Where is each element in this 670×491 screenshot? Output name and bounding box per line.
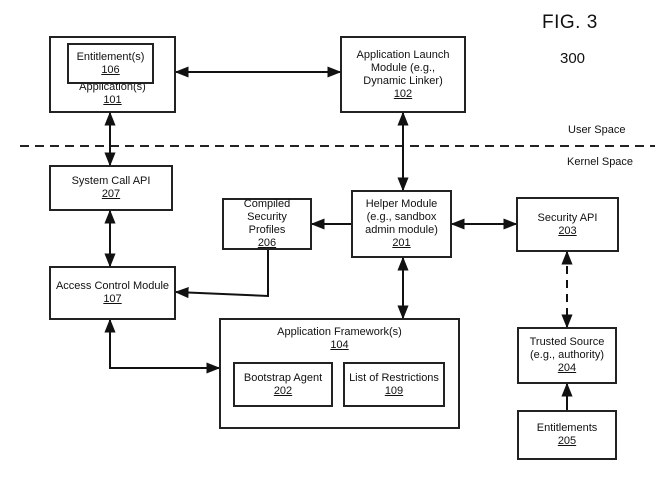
user-space-label: User Space bbox=[568, 124, 626, 136]
syscall-api-label: System Call API bbox=[71, 175, 151, 187]
framework-label: Application Framework(s) bbox=[277, 326, 402, 338]
access-control-box: Access Control Module 107 bbox=[49, 266, 176, 320]
helper-module-ref: 201 bbox=[392, 237, 411, 249]
figure-number: 300 bbox=[560, 50, 586, 67]
launch-module-ref: 102 bbox=[393, 87, 413, 100]
launch-module-box: Application Launch Module (e.g., Dynamic… bbox=[340, 36, 466, 113]
application-label: Application(s) bbox=[79, 81, 146, 93]
entitlements-ref: 205 bbox=[557, 435, 577, 447]
access-control-label: Access Control Module bbox=[55, 280, 170, 292]
restrictions-box: List of Restrictions 109 bbox=[343, 362, 445, 407]
restrictions-label: List of Restrictions bbox=[349, 371, 439, 384]
entitlement-inner-label: Entitlement(s) bbox=[76, 50, 145, 63]
security-profiles-ref: 206 bbox=[257, 237, 277, 249]
security-profiles-box: Compiled Security Profiles 206 bbox=[222, 198, 312, 250]
trusted-source-ref: 204 bbox=[557, 362, 577, 374]
arrow-profiles-access bbox=[174, 250, 269, 299]
access-control-ref: 107 bbox=[103, 293, 122, 305]
bootstrap-agent-box: Bootstrap Agent 202 bbox=[233, 362, 333, 407]
bootstrap-agent-label: Bootstrap Agent bbox=[243, 371, 323, 384]
entitlements-box: Entitlements 205 bbox=[517, 410, 617, 460]
figure-title: FIG. 3 bbox=[542, 12, 598, 33]
launch-module-label: Application Launch Module (e.g., Dynamic… bbox=[356, 48, 450, 87]
syscall-api-box: System Call API 207 bbox=[49, 165, 173, 211]
trusted-source-label: Trusted Source (e.g., authority) bbox=[529, 336, 605, 361]
entitlement-inner-box: Entitlement(s) 106 bbox=[67, 43, 154, 84]
arrow-access-framework bbox=[104, 318, 221, 374]
kernel-space-label: Kernel Space bbox=[567, 156, 634, 168]
security-profiles-label: Compiled Security Profiles bbox=[243, 198, 291, 236]
application-ref: 101 bbox=[103, 94, 122, 106]
helper-module-label: Helper Module (e.g., sandbox admin modul… bbox=[365, 198, 438, 236]
entitlements-label: Entitlements bbox=[536, 422, 598, 434]
restrictions-ref: 109 bbox=[384, 384, 404, 397]
bootstrap-agent-ref: 202 bbox=[273, 384, 293, 397]
trusted-source-box: Trusted Source (e.g., authority) 204 bbox=[517, 327, 617, 384]
entitlement-inner-ref: 106 bbox=[101, 63, 120, 76]
security-api-ref: 203 bbox=[558, 224, 577, 237]
security-api-label: Security API bbox=[537, 211, 598, 224]
framework-ref: 104 bbox=[330, 339, 349, 351]
syscall-api-ref: 207 bbox=[101, 188, 121, 200]
helper-module-box: Helper Module (e.g., sandbox admin modul… bbox=[351, 190, 452, 258]
security-api-box: Security API 203 bbox=[516, 197, 619, 252]
